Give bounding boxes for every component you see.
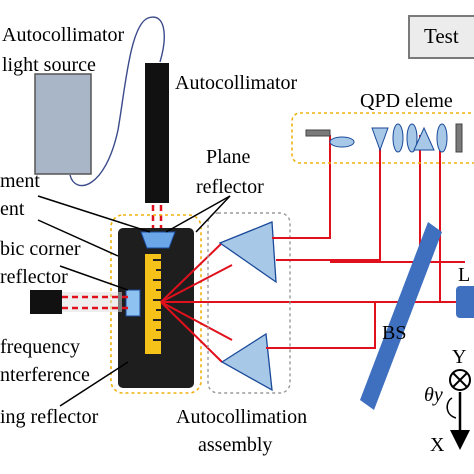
grating-beam-mid-down	[160, 301, 233, 341]
autocollimation-prism-upper	[218, 221, 277, 284]
label-autocollimation-1: Autocollimation	[176, 406, 308, 428]
grating-beam-up	[160, 242, 223, 303]
scale-ticks	[153, 259, 161, 341]
plane-reflector	[140, 231, 176, 249]
label-dual-freq-1: frequency	[0, 336, 80, 358]
light-source-box	[34, 73, 92, 175]
label-axis-theta-y: θy	[424, 384, 443, 406]
label-alignment-2: ent	[0, 198, 25, 220]
dual-freq-interferometer-unit	[30, 290, 62, 314]
grating-beam-mid-up	[160, 264, 233, 303]
theta-rotation-arc	[446, 397, 457, 419]
leader-lines	[37, 195, 231, 407]
test-box: Test	[408, 15, 474, 59]
beam-splitter	[360, 222, 442, 410]
label-plane-reflector-1: Plane	[206, 146, 251, 168]
coordinate-axes	[446, 369, 471, 450]
qpd-prism-b	[413, 126, 435, 151]
fiber-cable	[69, 16, 165, 187]
grating-beam-down	[160, 301, 223, 363]
qpd-sensor-right	[455, 123, 463, 153]
label-bs: BS	[382, 322, 407, 344]
cubic-corner-reflector	[125, 289, 141, 317]
label-dual-freq-2: nterference	[0, 364, 90, 386]
label-axis-x: X	[430, 434, 445, 456]
qpd-lens-left	[329, 136, 355, 148]
qpd-enclosure	[291, 112, 474, 164]
qpd-lens-c	[436, 123, 448, 153]
label-qpd: QPD eleme	[360, 90, 453, 112]
label-autocollimator-light-source-1: Autocollimator	[2, 24, 125, 46]
label-cubic-corner-1: bic corner	[0, 238, 81, 260]
label-plane-reflector-2: reflector	[196, 176, 264, 198]
label-alignment-1: ment	[0, 170, 40, 192]
test-label: Test	[424, 24, 459, 48]
label-autocollimator: Autocollimator	[175, 72, 298, 94]
label-moving-reflector: ing reflector	[0, 406, 99, 428]
autocollimation-enclosure	[207, 212, 291, 394]
qpd-sensor-left	[305, 129, 331, 137]
qpd-lens-a	[392, 123, 404, 153]
label-autocollimator-light-source-2: light source	[2, 54, 96, 76]
optical-paths	[266, 135, 465, 349]
autocollimation-prism-lower	[220, 332, 273, 392]
label-cubic-corner-2: reflector	[0, 266, 68, 288]
label-autocollimation-2: assembly	[198, 434, 273, 456]
label-axis-y: Y	[452, 346, 467, 368]
qpd-lens-b	[406, 123, 418, 153]
autocollimator-body	[145, 63, 169, 203]
stage-enclosure	[110, 214, 202, 394]
laser-source	[456, 286, 474, 318]
qpd-prism-a	[371, 127, 389, 152]
label-laser: L	[458, 264, 471, 286]
